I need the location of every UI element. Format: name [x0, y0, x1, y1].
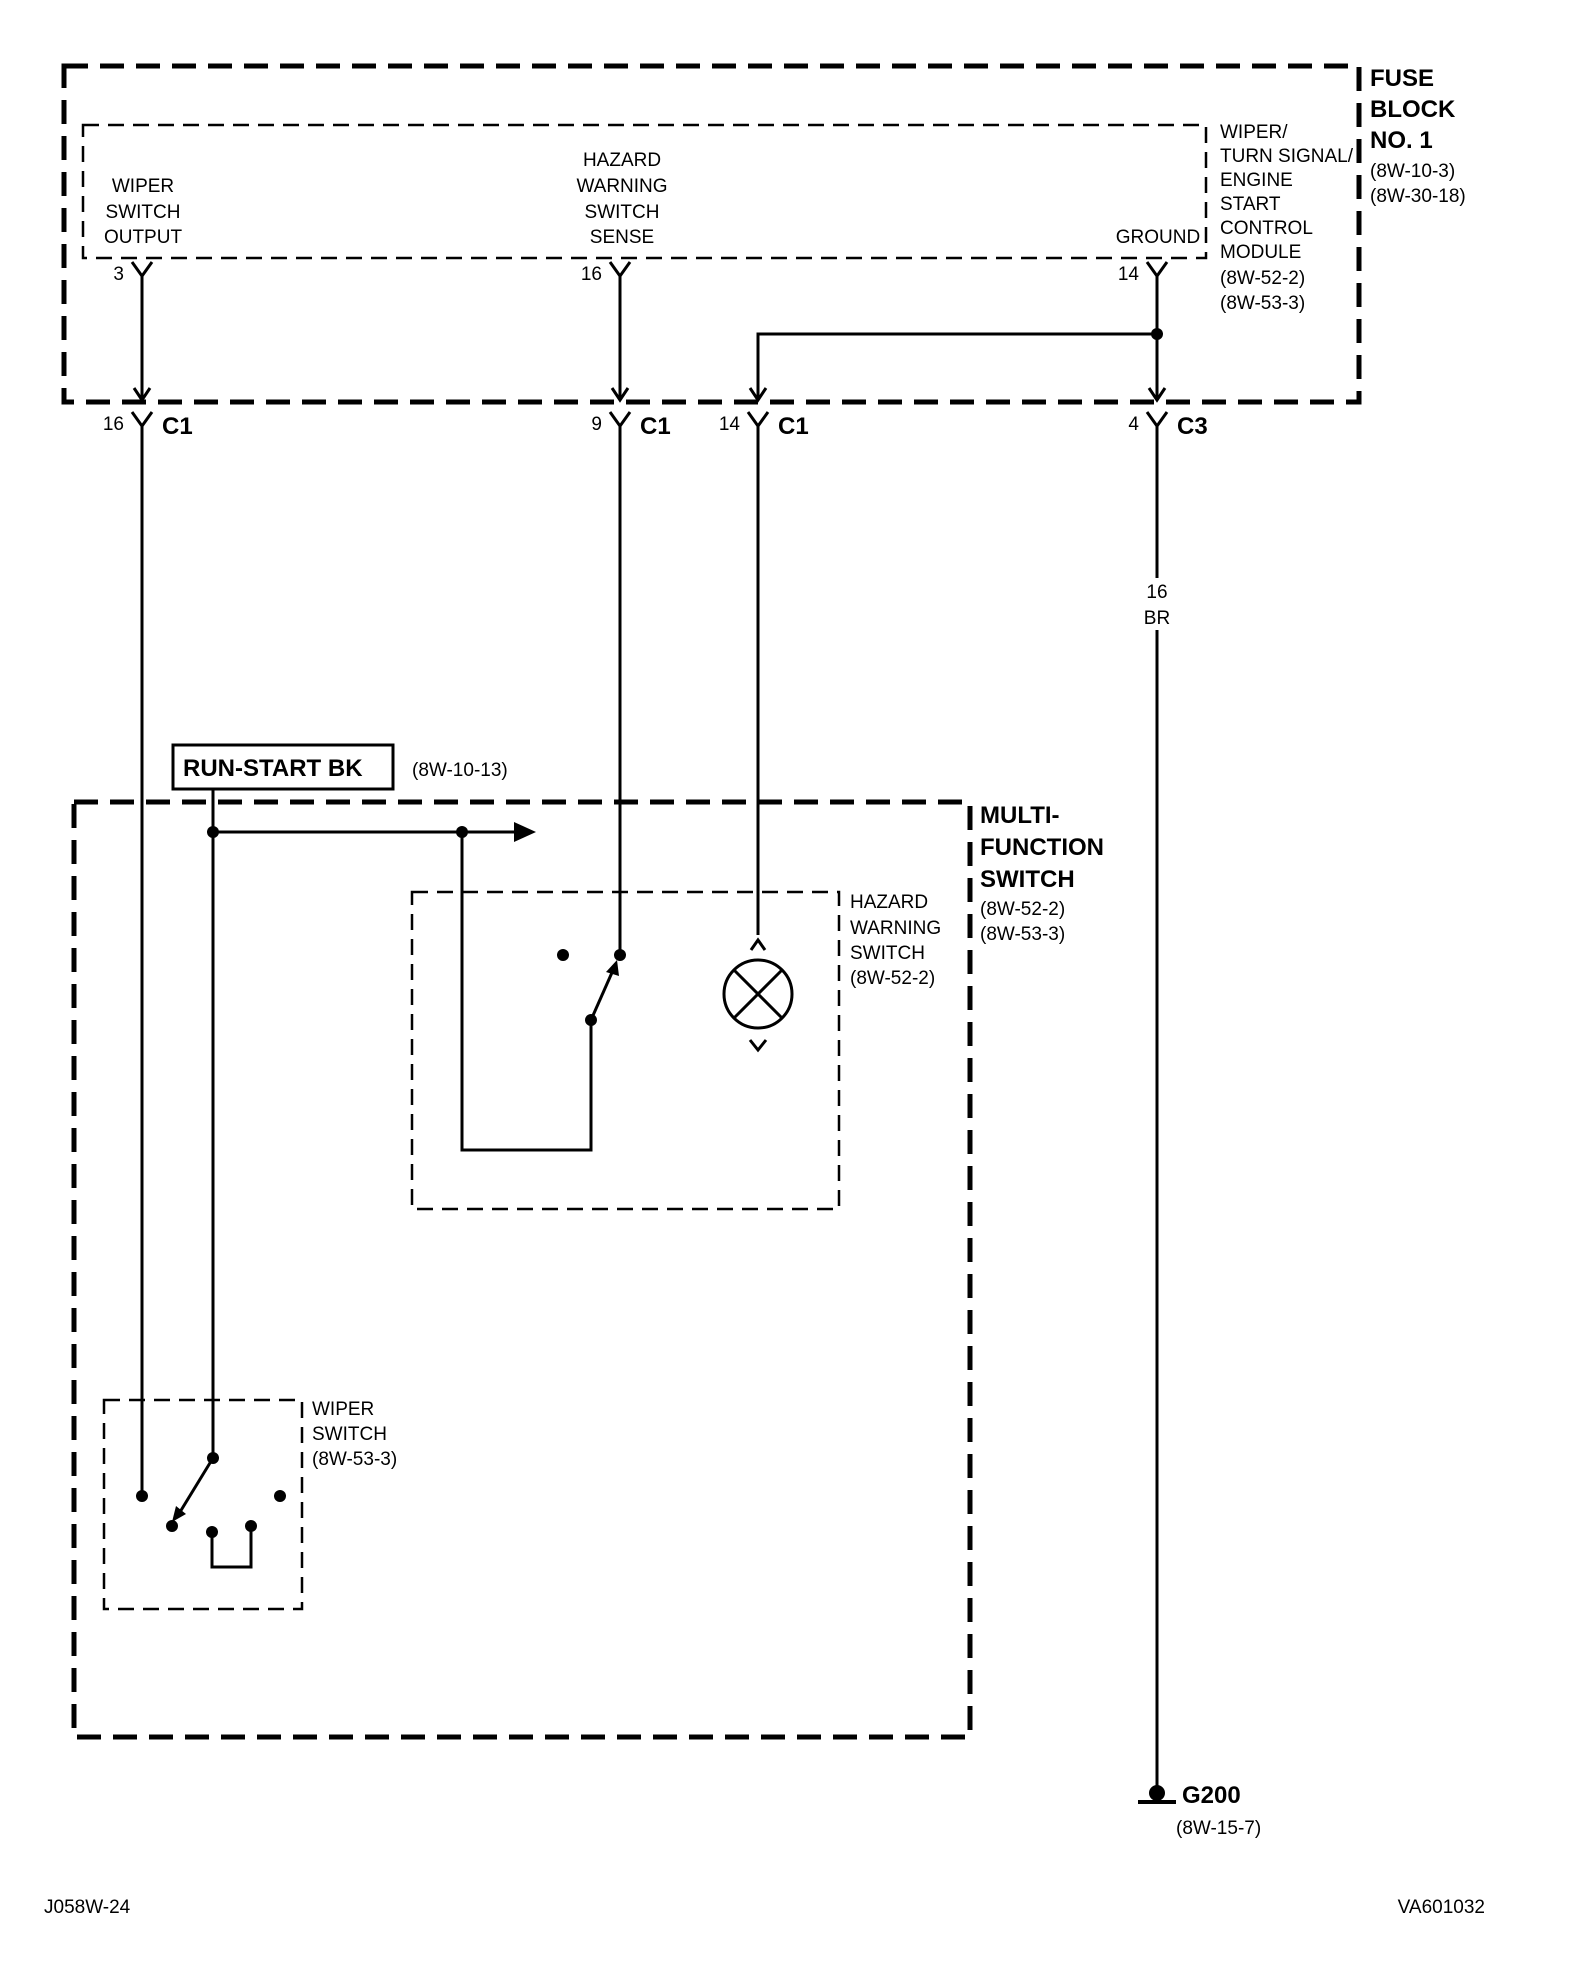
multifunction-switch-boundary	[71, 799, 973, 1740]
hazard-switch-title: HAZARD WARNING SWITCH (8W-52-2)	[850, 892, 941, 989]
svg-text:(8W-10-13): (8W-10-13)	[412, 760, 508, 781]
svg-text:MODULE: MODULE	[1220, 242, 1301, 263]
svg-text:C1: C1	[162, 413, 193, 440]
svg-text:FUSE: FUSE	[1370, 65, 1434, 92]
svg-text:BLOCK: BLOCK	[1370, 96, 1456, 123]
svg-text:HAZARD: HAZARD	[850, 892, 928, 913]
wiper-switch-title: WIPER SWITCH (8W-53-3)	[312, 1399, 397, 1470]
svg-text:SENSE: SENSE	[590, 227, 654, 248]
svg-text:(8W-52-2): (8W-52-2)	[980, 899, 1065, 920]
pin-label-ground: GROUND 14	[1116, 227, 1200, 285]
svg-text:HAZARD: HAZARD	[583, 150, 661, 171]
pin-label-wiper-output: WIPER SWITCH OUTPUT 3	[104, 176, 183, 285]
svg-text:4: 4	[1128, 414, 1139, 435]
svg-text:CONTROL: CONTROL	[1220, 218, 1313, 239]
svg-text:START: START	[1220, 194, 1281, 215]
wiper-switch-contacts	[136, 1452, 286, 1569]
svg-text:SWITCH: SWITCH	[585, 202, 660, 223]
svg-text:16: 16	[1146, 582, 1167, 603]
svg-text:WIPER: WIPER	[112, 176, 174, 197]
ground-wire-label: 16 BR	[1144, 582, 1170, 629]
harness-connectors: 16 C1 9 C1 14 C1 4 C3	[103, 411, 1208, 440]
svg-text:9: 9	[591, 414, 602, 435]
svg-text:(8W-30-18): (8W-30-18)	[1370, 186, 1466, 207]
svg-text:3: 3	[113, 264, 124, 285]
svg-text:RUN-START BK: RUN-START BK	[183, 755, 363, 782]
svg-text:WIPER/: WIPER/	[1220, 122, 1288, 143]
svg-text:GROUND: GROUND	[1116, 227, 1200, 248]
hazard-switch-boundary	[410, 890, 841, 1211]
main-wires	[140, 426, 1159, 1786]
svg-text:WARNING: WARNING	[850, 918, 941, 939]
fuse-block-wires	[132, 290, 1167, 403]
svg-text:MULTI-: MULTI-	[980, 802, 1060, 829]
run-start-wiring	[207, 789, 593, 1458]
module-title: WIPER/ TURN SIGNAL/ ENGINE START CONTROL…	[1220, 122, 1354, 314]
svg-text:WIPER: WIPER	[312, 1399, 374, 1420]
svg-text:(8W-53-3): (8W-53-3)	[980, 924, 1065, 945]
svg-text:G200: G200	[1182, 1782, 1241, 1809]
svg-text:(8W-52-2): (8W-52-2)	[1220, 268, 1305, 289]
fuse-block-boundary	[61, 63, 1362, 405]
footer-figure-id: VA601032	[1398, 1897, 1485, 1918]
svg-text:C3: C3	[1177, 413, 1208, 440]
footer-drawing-code: J058W-24	[44, 1897, 131, 1918]
module-pin-connectors	[130, 261, 1169, 290]
splice-dot	[1151, 328, 1163, 340]
svg-text:(8W-15-7): (8W-15-7)	[1176, 1818, 1261, 1839]
svg-text:SWITCH: SWITCH	[980, 866, 1075, 893]
svg-text:SWITCH: SWITCH	[106, 202, 181, 223]
svg-text:BR: BR	[1144, 608, 1170, 629]
svg-text:(8W-53-3): (8W-53-3)	[1220, 293, 1305, 314]
wiper-switch-boundary	[102, 1398, 304, 1611]
svg-text:(8W-52-2): (8W-52-2)	[850, 968, 935, 989]
svg-text:16: 16	[103, 414, 124, 435]
svg-text:C1: C1	[640, 413, 671, 440]
pin-label-hazard-sense: HAZARD WARNING SWITCH SENSE 16	[576, 150, 667, 285]
run-start-feed: RUN-START BK (8W-10-13)	[171, 743, 508, 791]
svg-text:ENGINE: ENGINE	[1220, 170, 1293, 191]
svg-text:SWITCH: SWITCH	[312, 1424, 387, 1445]
svg-text:SWITCH: SWITCH	[850, 943, 925, 964]
module-boundary	[81, 123, 1208, 260]
svg-text:TURN SIGNAL/: TURN SIGNAL/	[1220, 146, 1354, 167]
svg-text:C1: C1	[778, 413, 809, 440]
svg-text:(8W-53-3): (8W-53-3)	[312, 1449, 397, 1470]
svg-text:14: 14	[1118, 264, 1140, 285]
svg-text:16: 16	[581, 264, 602, 285]
ground-point-g200: G200 (8W-15-7)	[1138, 1782, 1261, 1839]
fuse-block-title: FUSE BLOCK NO. 1 (8W-10-3) (8W-30-18)	[1370, 65, 1466, 207]
hazard-lamp-icon	[722, 937, 794, 1053]
svg-text:FUNCTION: FUNCTION	[980, 834, 1104, 861]
svg-text:14: 14	[719, 414, 741, 435]
svg-text:(8W-10-3): (8W-10-3)	[1370, 161, 1455, 182]
svg-text:NO. 1: NO. 1	[1370, 127, 1433, 154]
multifunction-switch-title: MULTI- FUNCTION SWITCH (8W-52-2) (8W-53-…	[980, 802, 1104, 945]
hazard-switch-contacts	[557, 949, 626, 1026]
svg-text:WARNING: WARNING	[576, 176, 667, 197]
svg-text:OUTPUT: OUTPUT	[104, 227, 183, 248]
